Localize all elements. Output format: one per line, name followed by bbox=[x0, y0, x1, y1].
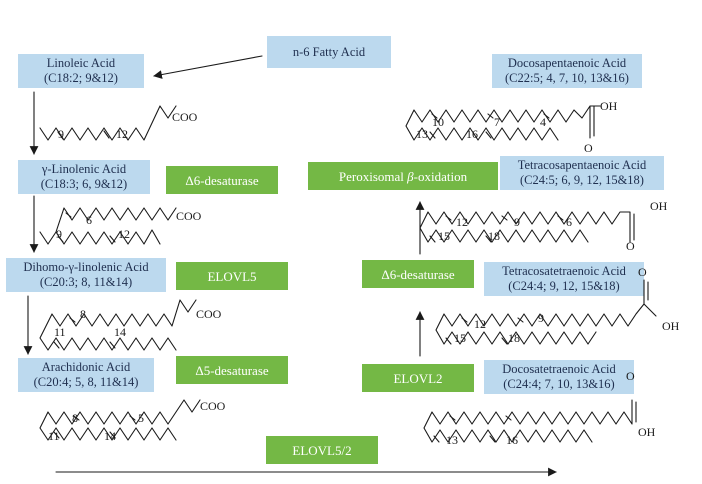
aa-structure bbox=[39, 399, 201, 441]
tpa-structure bbox=[419, 211, 631, 243]
d6-desaturase-right-label: Δ6-desaturase bbox=[381, 266, 455, 282]
arrow-source-to-linoleic bbox=[153, 55, 263, 79]
dgla-pos-11: 11 bbox=[54, 325, 66, 339]
dpa-double-bonds bbox=[429, 105, 595, 139]
dpa-pos-16: 16 bbox=[466, 127, 478, 141]
dta-name: Docosatetraenoic Acid bbox=[502, 362, 616, 376]
source-box: n-6 Fatty Acid bbox=[267, 36, 391, 68]
elovl2-box: ELOVL2 bbox=[362, 364, 474, 392]
dta-label-box: Docosatetraenoic Acid (C24:4; 7, 10, 13&… bbox=[484, 360, 634, 394]
dta-structure bbox=[423, 399, 633, 443]
gla-pos-12: 12 bbox=[118, 227, 130, 241]
aa-label-box: Arachidonic Acid (C20:4; 5, 8, 11&14) bbox=[18, 358, 154, 392]
linoleic-pos-12: 12 bbox=[116, 127, 128, 141]
elovl52-box: ELOVL5/2 bbox=[266, 436, 378, 464]
tpa-label-box: Tetracosapentaenoic Acid (C24:5; 6, 9, 1… bbox=[500, 156, 664, 190]
dgla-pos-14: 14 bbox=[114, 325, 126, 339]
gla-pos-9: 9 bbox=[56, 227, 62, 241]
dta-pos-13: 13 bbox=[446, 433, 458, 447]
tta-label-box: Tetracosatetraenoic Acid (C24:4; 9, 12, … bbox=[484, 262, 644, 296]
linoleic-double-bonds bbox=[57, 130, 110, 140]
dpa-pos-7: 7 bbox=[494, 115, 500, 129]
tpa-pos-9: 9 bbox=[514, 215, 520, 229]
tta-name: Tetracosatetraenoic Acid bbox=[502, 264, 626, 278]
tta-group-oh: OH bbox=[662, 319, 680, 333]
peroxisomal-oxidation-label: Peroxisomal β-oxidation bbox=[338, 168, 468, 184]
elovl52-label: ELOVL5/2 bbox=[292, 442, 352, 458]
aa-name: Arachidonic Acid bbox=[41, 360, 131, 374]
aa-group: COO bbox=[200, 399, 226, 413]
dgla-double-bonds bbox=[53, 317, 116, 349]
dgla-pos-8: 8 bbox=[80, 307, 86, 321]
tta-formula: (C24:4; 9, 12, 15&18) bbox=[508, 279, 620, 293]
gla-pos-6: 6 bbox=[86, 213, 92, 227]
dgla-formula: (C20:3; 8, 11&14) bbox=[39, 275, 133, 289]
linoleic-group: COO bbox=[172, 110, 198, 124]
elovl5-label: ELOVL5 bbox=[207, 268, 257, 284]
tpa-pos-15: 15 bbox=[438, 229, 450, 243]
gla-label-box: γ-Linolenic Acid (C18:3; 6, 9&12) bbox=[18, 160, 150, 194]
dta-formula: (C24:4; 7, 10, 13&16) bbox=[503, 377, 615, 391]
tta-pos-12: 12 bbox=[474, 317, 486, 331]
dta-double-bonds bbox=[433, 401, 637, 443]
peroxisomal-oxidation-box: Peroxisomal β-oxidation bbox=[308, 162, 498, 190]
tta-group-o: O bbox=[638, 265, 647, 279]
aa-formula: (C20:4; 5, 8, 11&14) bbox=[33, 375, 139, 389]
d6-desaturase-left-box: Δ6-desaturase bbox=[166, 166, 278, 194]
dpa-structure bbox=[405, 105, 601, 141]
elovl5-box: ELOVL5 bbox=[176, 262, 288, 290]
dta-group-oh: OH bbox=[638, 425, 656, 439]
dgla-label-box: Dihomo-γ-linolenic Acid (C20:3; 8, 11&14… bbox=[6, 258, 166, 292]
tpa-group-oh: OH bbox=[650, 199, 668, 213]
tpa-pos-6: 6 bbox=[566, 215, 572, 229]
source-label: n-6 Fatty Acid bbox=[292, 44, 366, 59]
aa-double-bonds bbox=[53, 415, 136, 439]
dpa-name: Docosapentaenoic Acid bbox=[507, 56, 627, 70]
linoleic-pos-9: 9 bbox=[58, 127, 64, 141]
dpa-pos-13: 13 bbox=[416, 127, 428, 141]
tta-pos-18: 18 bbox=[508, 331, 520, 345]
aa-pos-11: 11 bbox=[48, 429, 60, 443]
linoleic-label-box: Linoleic Acid (C18:2; 9&12) bbox=[18, 54, 144, 88]
d6-desaturase-left-label: Δ6-desaturase bbox=[185, 172, 259, 188]
gla-group: COO bbox=[176, 209, 202, 223]
tpa-name: Tetracosapentaenoic Acid bbox=[517, 158, 647, 172]
d5-desaturase-label: Δ5-desaturase bbox=[195, 362, 269, 378]
tta-double-bonds bbox=[445, 281, 649, 345]
linoleic-formula: (C18:2; 9&12) bbox=[44, 71, 118, 85]
aa-pos-5: 5 bbox=[138, 411, 144, 425]
gla-formula: (C18:3; 6, 9&12) bbox=[40, 177, 128, 191]
dpa-pos-4: 4 bbox=[540, 115, 546, 129]
dgla-name: Dihomo-γ-linolenic Acid bbox=[23, 260, 149, 274]
linoleic-name: Linoleic Acid bbox=[46, 56, 116, 70]
aa-pos-8: 8 bbox=[72, 411, 78, 425]
tpa-pos-12: 12 bbox=[456, 215, 468, 229]
d6-desaturase-right-box: Δ6-desaturase bbox=[362, 260, 474, 288]
dpa-formula: (C22:5; 4, 7, 10, 13&16) bbox=[505, 71, 629, 85]
tpa-pos-18: 18 bbox=[488, 229, 500, 243]
tpa-group-o: O bbox=[626, 239, 635, 253]
tta-pos-15: 15 bbox=[454, 331, 466, 345]
linoleic-structure bbox=[39, 105, 177, 141]
gla-double-bonds bbox=[57, 212, 116, 243]
tta-pos-9: 9 bbox=[538, 311, 544, 325]
dpa-group-o: O bbox=[584, 141, 593, 155]
tta-structure bbox=[435, 279, 657, 345]
dpa-group-oh: OH bbox=[600, 99, 618, 113]
aa-pos-14: 14 bbox=[104, 429, 116, 443]
dta-pos-16: 16 bbox=[506, 433, 518, 447]
dpa-label-box: Docosapentaenoic Acid (C22:5; 4, 7, 10, … bbox=[492, 54, 642, 88]
tpa-double-bonds bbox=[429, 213, 635, 243]
d5-desaturase-box: Δ5-desaturase bbox=[176, 356, 288, 384]
dgla-group: COO bbox=[196, 307, 222, 321]
gla-name: γ-Linolenic Acid bbox=[41, 162, 127, 176]
dta-group-o: O bbox=[626, 369, 635, 383]
elovl2-label: ELOVL2 bbox=[393, 370, 443, 386]
dpa-pos-10: 10 bbox=[432, 115, 444, 129]
tpa-formula: (C24:5; 6, 9, 12, 15&18) bbox=[520, 173, 644, 187]
dgla-structure bbox=[39, 299, 197, 351]
